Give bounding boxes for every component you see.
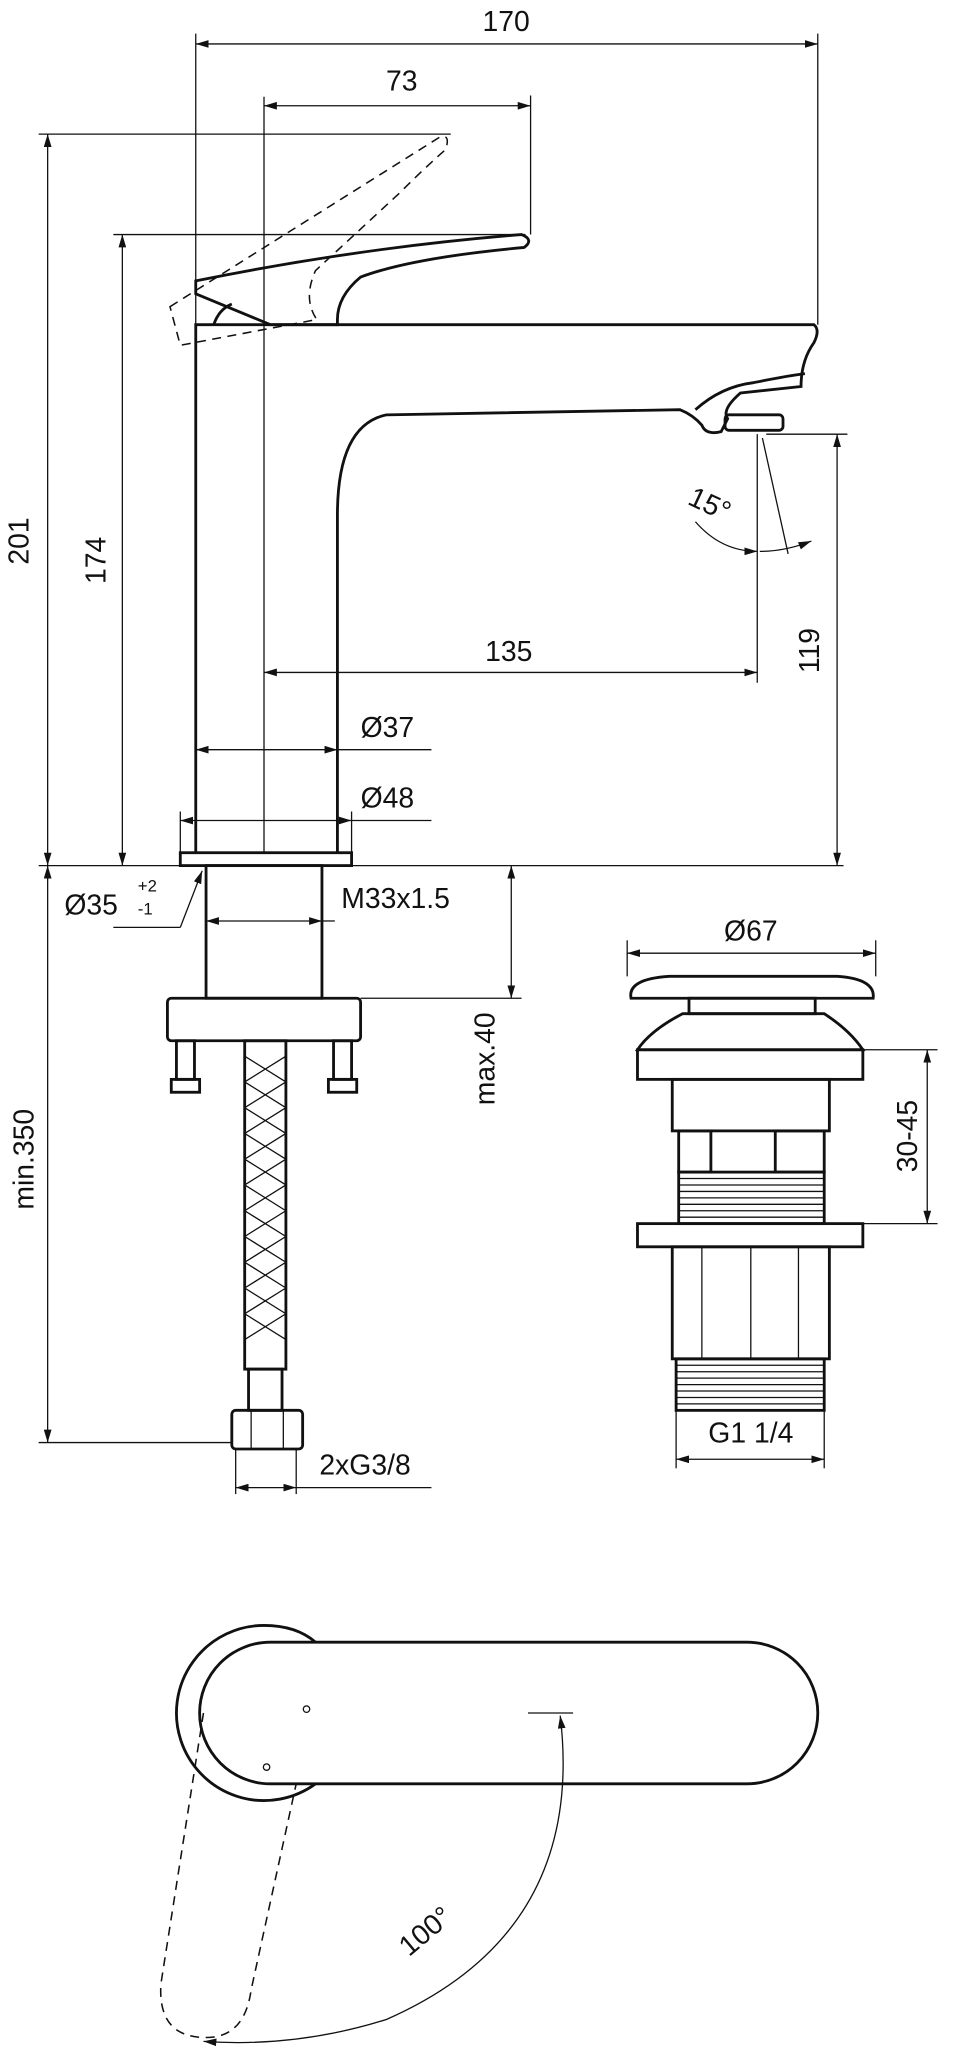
dim-135: 135 — [485, 636, 532, 668]
dim-30-45: 30-45 — [892, 1100, 924, 1172]
faucet-top-view — [159, 1624, 820, 2047]
dim-d37: Ø37 — [361, 712, 415, 744]
dim-d67: Ø67 — [724, 915, 778, 947]
dimension-lines — [38, 33, 848, 1495]
faucet-side-view — [169, 96, 819, 868]
dim-min350: min.350 — [8, 1109, 40, 1210]
dim-d35-tol-plus: +2 — [138, 876, 157, 895]
dim-d48: Ø48 — [361, 783, 415, 815]
dim-100-deg: 100° — [393, 1900, 458, 1962]
dim-max40: max.40 — [470, 1012, 502, 1105]
dim-174: 174 — [81, 537, 113, 584]
dim-201: 201 — [3, 517, 35, 564]
dim-m33: M33x1.5 — [341, 883, 450, 915]
dim-g38: 2xG3/8 — [319, 1450, 410, 1482]
dim-119: 119 — [794, 628, 826, 673]
dim-170: 170 — [482, 6, 529, 38]
dim-73: 73 — [386, 65, 418, 97]
dim-d35-tol-minus: -1 — [138, 900, 153, 919]
pop-up-waste — [626, 940, 938, 1469]
dimension-labels: 170 73 201 174 119 135 15° Ø37 Ø48 Ø35 +… — [3, 6, 924, 1962]
dim-g114: G1 1/4 — [708, 1418, 793, 1450]
dim-15-deg: 15° — [683, 481, 735, 528]
mounting-assembly — [166, 864, 363, 1451]
dim-d35: Ø35 — [64, 890, 118, 922]
